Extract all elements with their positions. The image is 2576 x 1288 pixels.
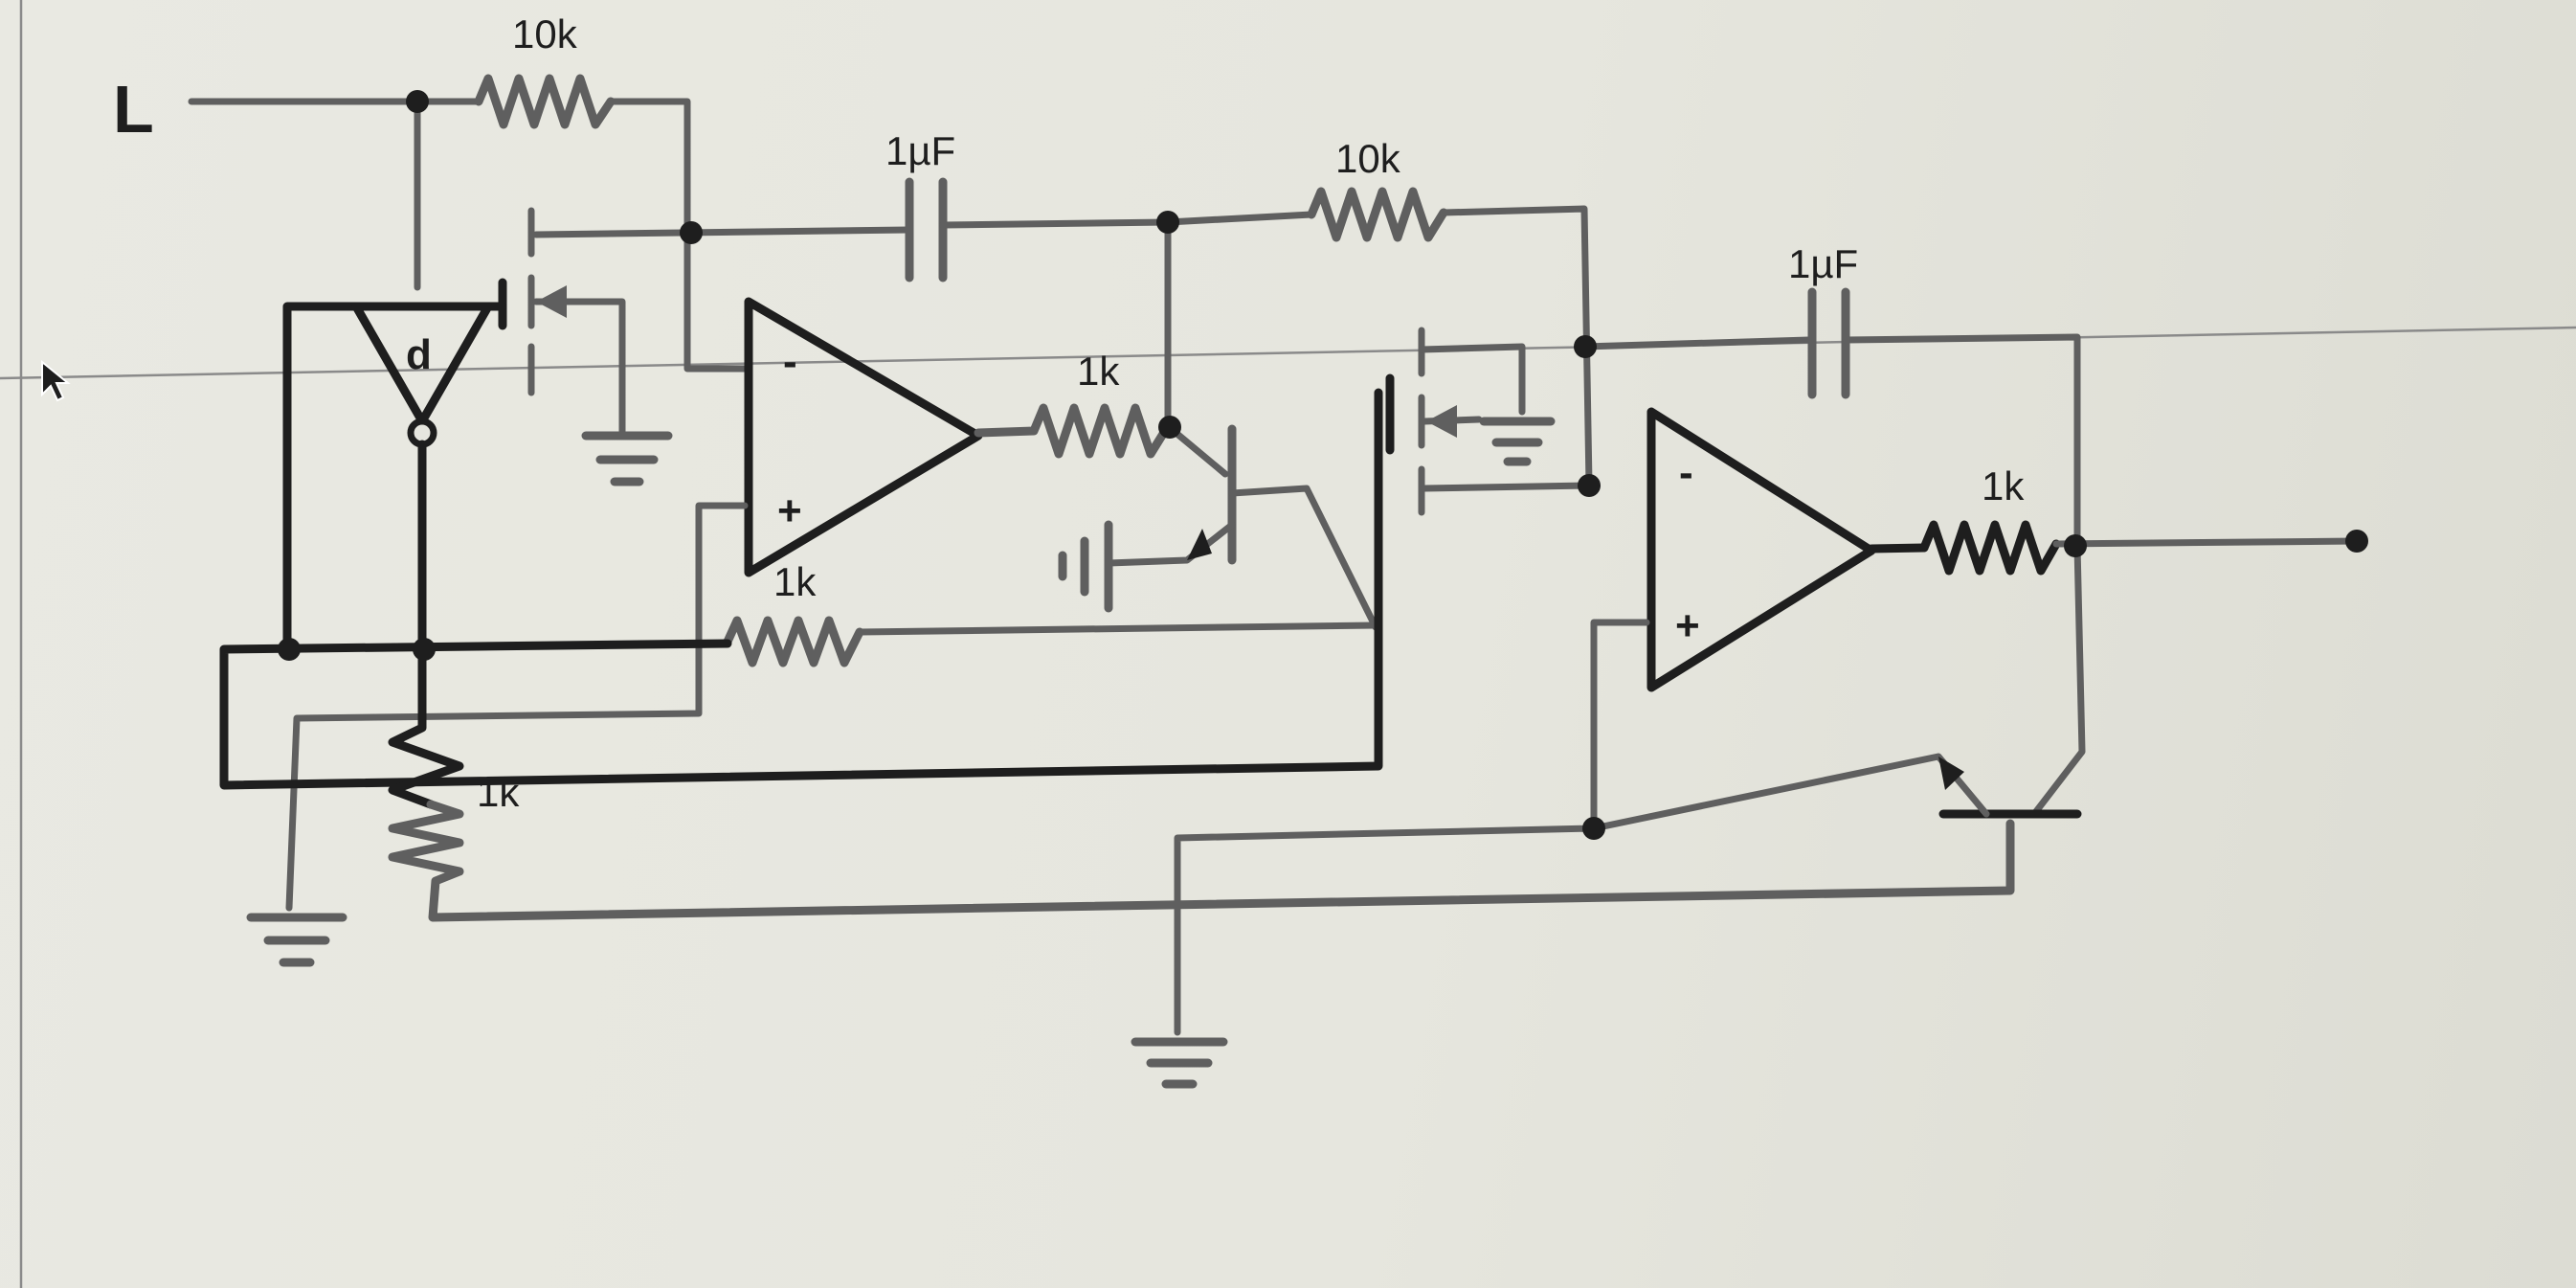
junction-opamp2-plus <box>1582 817 1605 840</box>
resistor-1k-out2[interactable] <box>1919 520 2061 576</box>
mosfet-1-source-wire[interactable] <box>532 298 626 440</box>
transistor-1-arrow-icon <box>1187 529 1212 560</box>
output-terminal[interactable] <box>2345 530 2368 553</box>
opamp-1-plus-label: + <box>777 487 802 534</box>
mosfet-2-drain-wire[interactable] <box>1418 343 1526 416</box>
wire-node-to-c2[interactable] <box>1580 336 1813 350</box>
mosfet-1-arrow-icon <box>536 285 567 318</box>
potentiometer-1k-label: 1k <box>477 770 520 815</box>
junction-transistor1-base <box>1158 416 1181 439</box>
resistor-10k-mid[interactable] <box>1307 187 1448 242</box>
junction-input <box>406 90 429 113</box>
wire-c2-to-output-node[interactable] <box>1842 333 2081 550</box>
transistor-2-arrow-icon <box>1938 757 1964 790</box>
resistor-10k-input[interactable] <box>474 74 616 129</box>
wire-opamp2-output[interactable] <box>1867 543 1929 554</box>
transistor-1-emitter-wire[interactable] <box>1105 521 1236 567</box>
junction-c2-left <box>1574 335 1597 358</box>
control-loop-wire[interactable] <box>219 388 1383 790</box>
junction-c1-right <box>1156 211 1179 234</box>
wire-mosfet1-to-c1[interactable] <box>532 226 913 238</box>
junction-loop-left <box>278 638 301 661</box>
capacitor-1uf-2-label: 1µF <box>1788 241 1858 286</box>
resistor-10k-mid-label: 10k <box>1335 136 1401 181</box>
capacitor-1uf-1-label: 1µF <box>885 128 955 173</box>
buffer-triangle[interactable] <box>351 302 493 426</box>
horizontal-guide-line <box>0 326 2576 380</box>
wire-r10k-mid-to-opamp2-minus[interactable] <box>1440 205 1593 487</box>
resistor-1k-feedback[interactable] <box>723 616 864 667</box>
resistor-1k-feedback-label: 1k <box>773 559 817 604</box>
potentiometer-1k-lower-and-return[interactable] <box>388 800 2015 922</box>
wire-to-ground-5[interactable] <box>1174 825 1598 1036</box>
wire-output-to-transistor2[interactable] <box>2030 542 2086 818</box>
wire-opamp1-plus-to-ground[interactable] <box>285 502 749 912</box>
transistor-2-emitter-wire[interactable] <box>1590 753 1990 832</box>
junction-output <box>2064 534 2087 557</box>
transistor-1-collector-wire[interactable] <box>1228 485 1379 631</box>
opamp-2-minus-label: - <box>1679 449 1693 496</box>
junction-opamp2-minus <box>1578 474 1601 497</box>
buffer-mark: d <box>406 331 432 378</box>
wire-opamp2-plus[interactable] <box>1590 619 1650 832</box>
opamp-2[interactable] <box>1646 407 1876 692</box>
resistor-10k-input-label: 10k <box>512 11 578 56</box>
opamp-1-minus-label: - <box>783 338 797 385</box>
mouse-cursor-icon <box>41 359 71 402</box>
junction-loop-buffer <box>413 638 436 661</box>
potentiometer-1k-upper[interactable] <box>388 704 464 809</box>
output-wire[interactable] <box>2052 537 2361 548</box>
opamp-2-plus-label: + <box>1675 602 1700 649</box>
mosfet-2-arrow-icon <box>1426 405 1457 438</box>
wire-feedback-to-transistor1[interactable] <box>856 621 1379 636</box>
junction-r10k <box>680 221 703 244</box>
resistor-1k-out2-label: 1k <box>1982 463 2025 508</box>
wire-mosfet2-to-opamp2-minus[interactable] <box>1421 482 1593 492</box>
opamp-1[interactable] <box>744 297 983 577</box>
wire-c1-to-r10k-mid[interactable] <box>939 211 1315 229</box>
resistor-1k-out1-label: 1k <box>1077 349 1120 394</box>
resistor-1k-out1[interactable] <box>974 403 1173 459</box>
input-label: L <box>113 72 154 147</box>
